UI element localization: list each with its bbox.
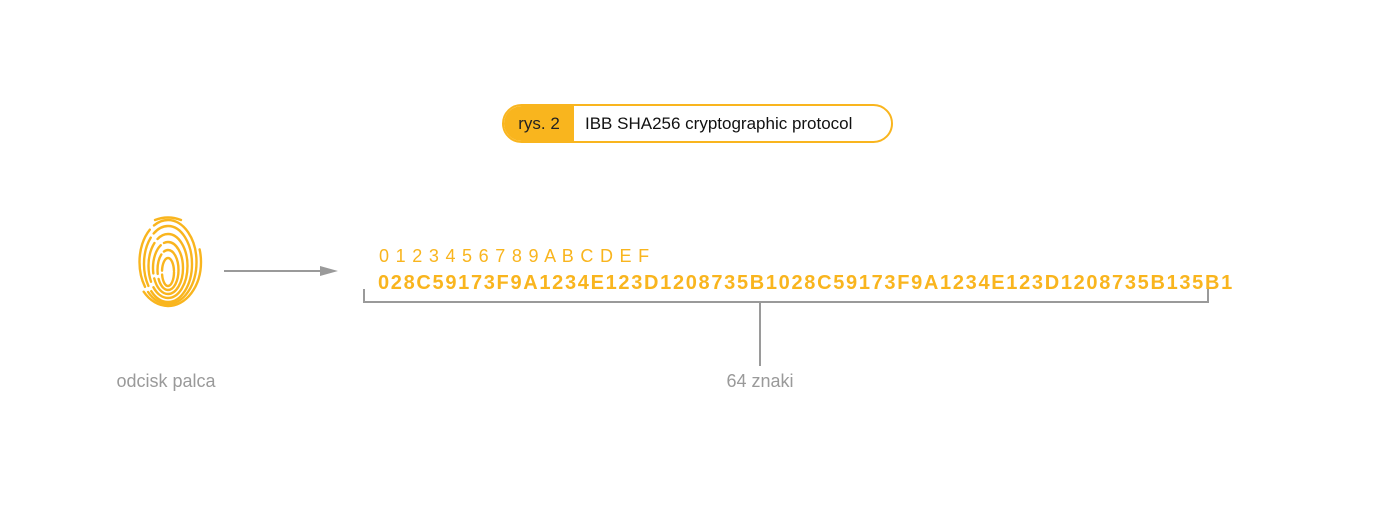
- length-label: 64 znaki: [726, 371, 794, 391]
- figure-number: rys. 2: [504, 106, 574, 141]
- length-bracket: [363, 289, 1209, 366]
- figure-badge: rys. 2 IBB SHA256 cryptographic protocol: [502, 104, 893, 143]
- figure-title: IBB SHA256 cryptographic protocol: [585, 113, 853, 133]
- hash-value: 028C59173F9A1234E123D1208735B1028C59173F…: [378, 272, 1234, 294]
- hex-alphabet: 0 1 2 3 4 5 6 7 8 9 A B C D E F: [379, 246, 650, 266]
- fingerprint-icon: [133, 216, 203, 308]
- fingerprint-label: odcisk palca: [116, 371, 216, 391]
- arrow-icon: [224, 266, 338, 276]
